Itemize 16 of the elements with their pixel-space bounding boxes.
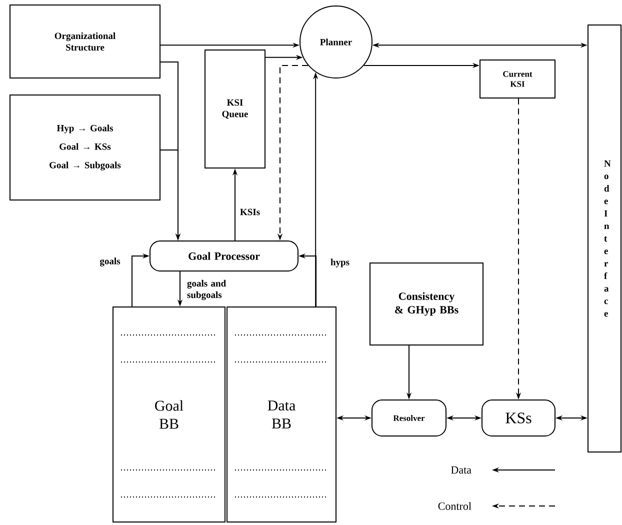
process-pill: Resolver xyxy=(372,400,446,436)
process-pill: Goal Processor xyxy=(150,240,298,272)
queue-box: KSI Queue xyxy=(204,50,266,168)
edge-label: KSIs xyxy=(240,208,260,216)
interface-bar: Node Interface xyxy=(588,24,622,452)
edge-label: hyps xyxy=(330,258,350,268)
process-pill: KSs xyxy=(482,400,556,436)
legend-entry: Control xyxy=(438,502,556,510)
edge-label: goals xyxy=(100,258,120,266)
legend-entry: Data xyxy=(451,466,556,474)
process-box: Organizational Structure xyxy=(10,4,160,78)
process-box: Current KSI xyxy=(480,60,556,98)
process-box: Consistency & GHyp BBs xyxy=(370,262,484,346)
blackboard-panel: Goal BB xyxy=(112,306,226,522)
blackboard-panel: Data BB xyxy=(226,306,336,522)
edge-label: goals and subgoals xyxy=(187,280,226,300)
